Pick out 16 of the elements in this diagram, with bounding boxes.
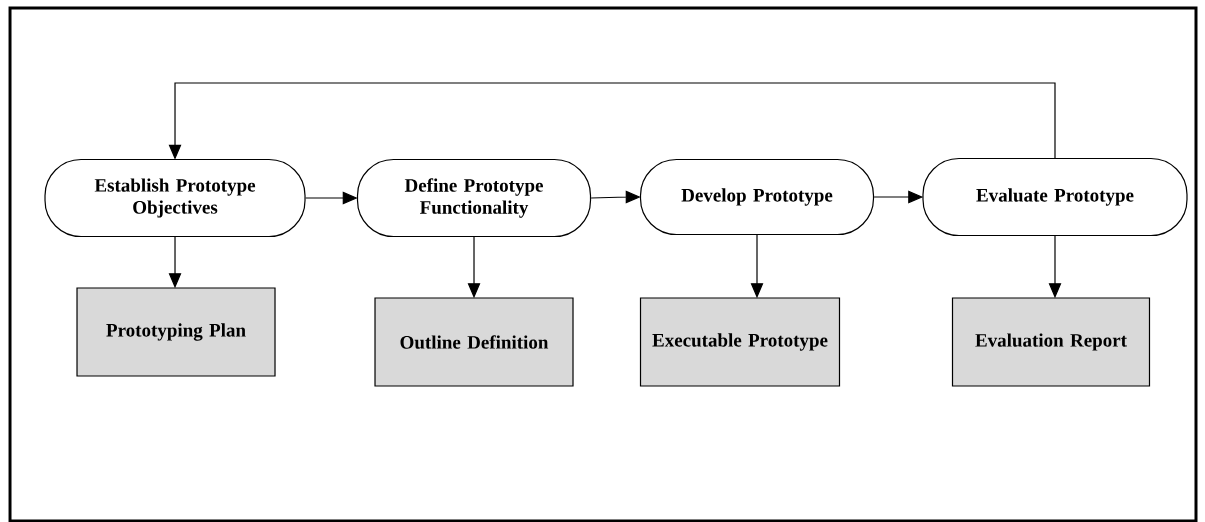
arrow	[873, 190, 923, 204]
process-box: Define Prototype Functionality	[356, 158, 592, 238]
process-box: Develop Prototype	[639, 158, 875, 236]
arrow	[305, 191, 357, 205]
output-box: Executable Prototype	[639, 297, 841, 387]
output-box: Outline Definition	[374, 297, 574, 387]
output-box: Prototyping Plan	[76, 287, 276, 377]
output-box: Evaluation Report	[951, 297, 1151, 387]
arrow	[590, 190, 640, 204]
arrow	[168, 82, 1056, 159]
process-box: Evaluate Prototype	[922, 157, 1188, 237]
arrow	[1048, 235, 1062, 298]
arrow	[467, 236, 481, 298]
process-box: Establish Prototype Objectives	[44, 158, 306, 238]
arrow	[168, 236, 182, 288]
arrow	[750, 234, 764, 298]
